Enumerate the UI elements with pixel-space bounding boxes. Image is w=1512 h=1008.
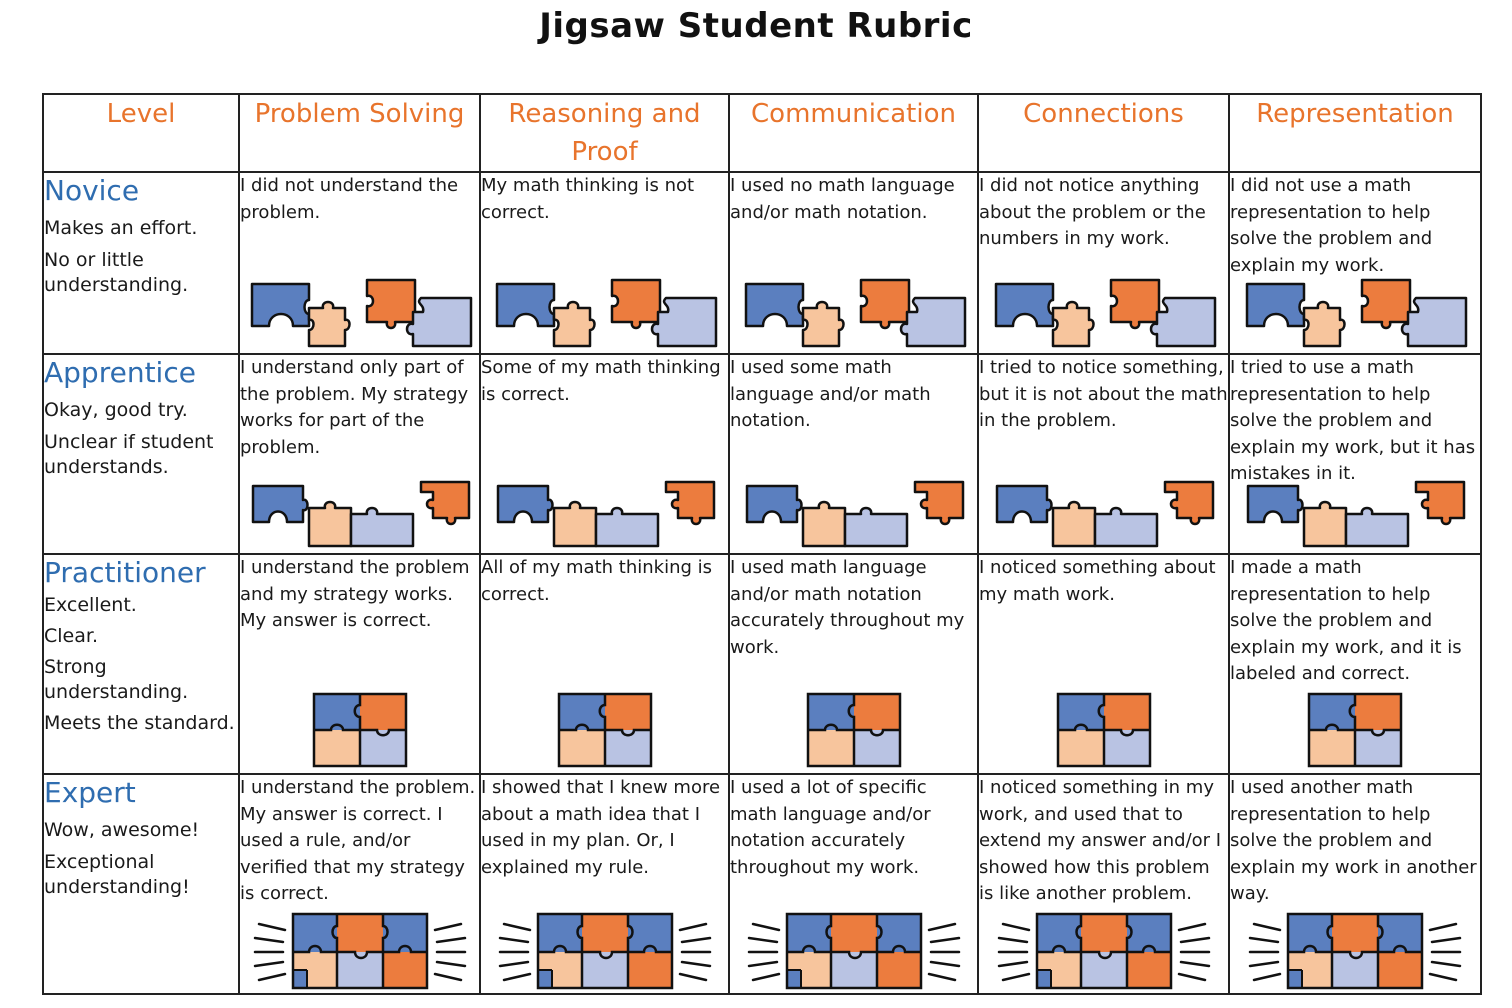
rubric-cell: I used another math representation to he…: [1228, 773, 1482, 995]
scattered-puzzle-pieces-icon: [492, 278, 718, 350]
rubric-cell: I understand the problem and my strategy…: [238, 553, 481, 775]
level-descriptor: Clear.: [44, 625, 98, 647]
level-descriptor: Okay, good try.: [44, 399, 188, 421]
level-name: Practitioner: [44, 556, 206, 589]
level-descriptor: Strong understanding.: [44, 656, 189, 703]
level-descriptor: No or little understanding.: [44, 249, 189, 296]
rubric-cell-text: I did not understand the problem.: [240, 175, 459, 223]
rubric-cell: I tried to notice something, but it is n…: [977, 353, 1230, 555]
rubric-cell: My math thinking is not correct.: [479, 171, 730, 355]
rubric-cell-text: Some of my math thinking is correct.: [481, 357, 721, 405]
rubric-cell-text: I used a lot of specific math language a…: [730, 777, 931, 878]
glowing-puzzle-icon: [1246, 908, 1464, 992]
glowing-puzzle-icon: [496, 908, 714, 992]
table-row: Apprentice Okay, good try. Unclear if st…: [42, 353, 1482, 555]
rubric-cell-text: I noticed something in my work, and used…: [979, 777, 1222, 904]
table-row: Novice Makes an effort. No or little und…: [42, 171, 1482, 355]
scattered-puzzle-pieces-icon: [1242, 278, 1468, 350]
column-header-communication: Communication: [728, 93, 979, 173]
partly-joined-puzzle-pieces-icon: [741, 478, 967, 550]
level-name: Apprentice: [44, 356, 196, 389]
rubric-cell-text: I did not notice anything about the prob…: [979, 175, 1206, 249]
rubric-cell-text: I tried to use a math representation to …: [1230, 357, 1476, 484]
glowing-puzzle-icon: [745, 908, 963, 992]
partly-joined-puzzle-pieces-icon: [492, 478, 718, 550]
completed-puzzle-icon: [1055, 691, 1153, 769]
rubric-cell: I noticed something in my work, and used…: [977, 773, 1230, 995]
rubric-cell: I did not notice anything about the prob…: [977, 171, 1230, 355]
partly-joined-puzzle-pieces-icon: [991, 478, 1217, 550]
rubric-cell-text: I understand the problem and my strategy…: [240, 557, 470, 631]
rubric-table: Level Problem Solving Reasoning and Proo…: [42, 93, 1482, 995]
completed-puzzle-icon: [311, 691, 409, 769]
rubric-cell-text: I understand the problem. My answer is c…: [240, 777, 476, 904]
rubric-cell-text: My math thinking is not correct.: [481, 175, 695, 223]
rubric-cell: I made a math representation to help sol…: [1228, 553, 1482, 775]
rubric-cell-text: I made a math representation to help sol…: [1230, 557, 1462, 684]
level-cell-expert: Expert Wow, awesome! Exceptional underst…: [42, 773, 240, 995]
column-header-representation: Representation: [1228, 93, 1482, 173]
scattered-puzzle-pieces-icon: [247, 278, 473, 350]
level-name: Novice: [44, 174, 140, 207]
rubric-cell: I used no math language and/or math nota…: [728, 171, 979, 355]
rubric-cell-text: I showed that I knew more about a math i…: [481, 777, 721, 878]
table-row: Expert Wow, awesome! Exceptional underst…: [42, 773, 1482, 995]
scattered-puzzle-pieces-icon: [991, 278, 1217, 350]
rubric-cell: Some of my math thinking is correct.: [479, 353, 730, 555]
level-descriptor: Exceptional understanding!: [44, 851, 190, 898]
rubric-cell-text: I tried to notice something, but it is n…: [979, 357, 1228, 431]
rubric-cell: I used some math language and/or math no…: [728, 353, 979, 555]
level-descriptor: Excellent.: [44, 594, 137, 616]
rubric-cell-text: I did not use a math representation to h…: [1230, 175, 1433, 276]
table-row: Practitioner Excellent. Clear. Strong un…: [42, 553, 1482, 775]
rubric-cell: I tried to use a math representation to …: [1228, 353, 1482, 555]
scattered-puzzle-pieces-icon: [741, 278, 967, 350]
rubric-cell: I understand the problem. My answer is c…: [238, 773, 481, 995]
rubric-cell-text: I used math language and/or math notatio…: [730, 557, 965, 658]
column-header-problem-solving: Problem Solving: [238, 93, 481, 173]
column-header-level: Level: [42, 93, 240, 173]
completed-puzzle-icon: [1306, 691, 1404, 769]
rubric-cell-text: I understand only part of the problem. M…: [240, 357, 469, 458]
level-descriptor: Unclear if student understands.: [44, 431, 214, 478]
column-header-connections: Connections: [977, 93, 1230, 173]
glowing-puzzle-icon: [251, 908, 469, 992]
rubric-cell: I did not understand the problem.: [238, 171, 481, 355]
partly-joined-puzzle-pieces-icon: [247, 478, 473, 550]
rubric-cell: I used a lot of specific math language a…: [728, 773, 979, 995]
header-row: Level Problem Solving Reasoning and Proo…: [42, 93, 1482, 173]
rubric-cell: All of my math thinking is correct.: [479, 553, 730, 775]
rubric-cell: I showed that I knew more about a math i…: [479, 773, 730, 995]
rubric-cell-text: I used some math language and/or math no…: [730, 357, 931, 431]
completed-puzzle-icon: [805, 691, 903, 769]
level-descriptor: Makes an effort.: [44, 217, 198, 239]
glowing-puzzle-icon: [995, 908, 1213, 992]
rubric-cell-text: I used another math representation to he…: [1230, 777, 1477, 904]
rubric-cell-text: I noticed something about my math work.: [979, 557, 1216, 605]
rubric-cell: I noticed something about my math work.: [977, 553, 1230, 775]
level-name: Expert: [44, 776, 136, 809]
completed-puzzle-icon: [556, 691, 654, 769]
partly-joined-puzzle-pieces-icon: [1242, 478, 1468, 550]
level-cell-practitioner: Practitioner Excellent. Clear. Strong un…: [42, 553, 240, 775]
column-header-reasoning-and-proof: Reasoning and Proof: [479, 93, 730, 173]
level-cell-apprentice: Apprentice Okay, good try. Unclear if st…: [42, 353, 240, 555]
rubric-cell-text: I used no math language and/or math nota…: [730, 175, 955, 223]
level-descriptor: Wow, awesome!: [44, 819, 200, 841]
level-cell-novice: Novice Makes an effort. No or little und…: [42, 171, 240, 355]
rubric-cell: I used math language and/or math notatio…: [728, 553, 979, 775]
level-descriptor: Meets the standard.: [44, 712, 235, 734]
rubric-cell-text: All of my math thinking is correct.: [481, 557, 713, 605]
page-title: Jigsaw Student Rubric: [539, 6, 973, 46]
rubric-cell: I did not use a math representation to h…: [1228, 171, 1482, 355]
rubric-cell: I understand only part of the problem. M…: [238, 353, 481, 555]
